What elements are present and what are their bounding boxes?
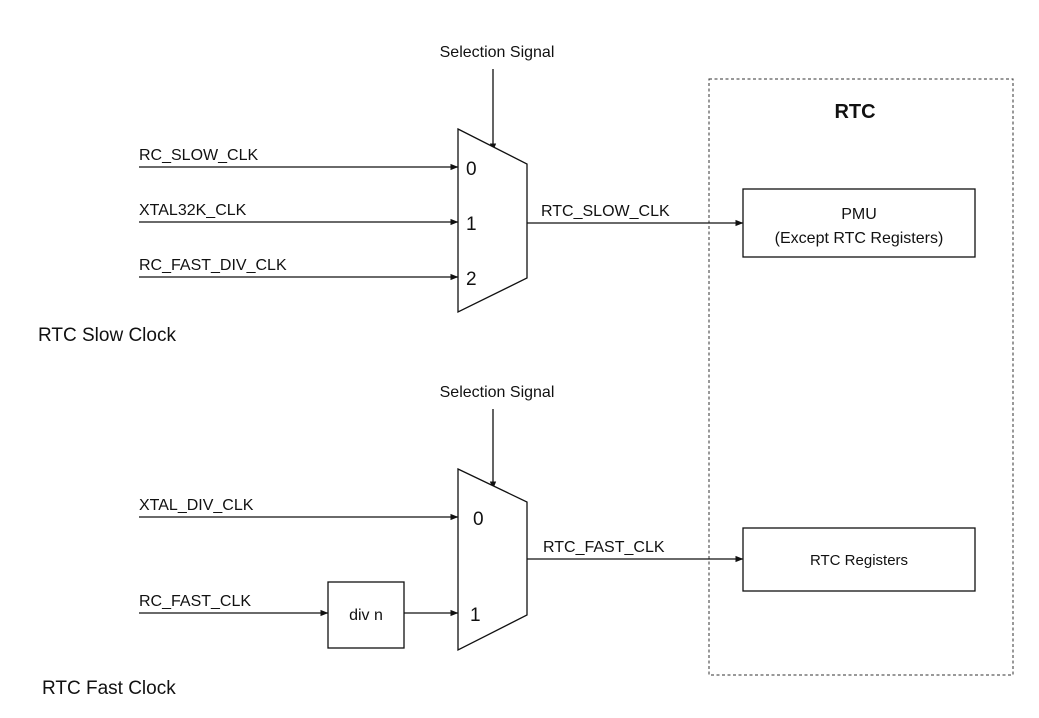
rtc-slow-clock-title: RTC Slow Clock — [38, 325, 176, 346]
slow-input-rc-slow-clk: RC_SLOW_CLK — [139, 147, 258, 164]
fast-mux — [457, 467, 528, 652]
rtc-fast-clk-label: RTC_FAST_CLK — [543, 539, 665, 556]
slow-selection-signal-label: Selection Signal — [440, 44, 555, 61]
rtc-domain-box — [708, 78, 1014, 676]
slow-port-2: 2 — [466, 269, 477, 290]
div-n-label: div n — [349, 607, 383, 624]
fast-input-xtal-div-clk: XTAL_DIV_CLK — [139, 497, 254, 514]
slow-port-1: 1 — [466, 214, 477, 235]
pmu-label: PMU — [841, 206, 877, 223]
rtc-registers-label: RTC Registers — [810, 552, 908, 569]
rtc-slow-clk-label: RTC_SLOW_CLK — [541, 203, 670, 220]
rtc-fast-clock-title: RTC Fast Clock — [42, 678, 176, 699]
fast-input-rc-fast-clk: RC_FAST_CLK — [139, 593, 251, 610]
fast-port-0: 0 — [473, 509, 484, 530]
rtc-title: RTC — [834, 101, 875, 123]
pmu-box — [742, 188, 976, 258]
pmu-sublabel: (Except RTC Registers) — [775, 230, 944, 247]
slow-input-xtal32k-clk: XTAL32K_CLK — [139, 202, 247, 219]
fast-port-1: 1 — [470, 605, 481, 626]
rtc-registers-box — [742, 527, 976, 592]
div-n-box — [327, 581, 405, 649]
slow-input-rc-fast-div-clk: RC_FAST_DIV_CLK — [139, 257, 287, 274]
slow-port-0: 0 — [466, 159, 477, 180]
slow-mux — [457, 127, 528, 314]
fast-selection-signal-label: Selection Signal — [440, 384, 555, 401]
